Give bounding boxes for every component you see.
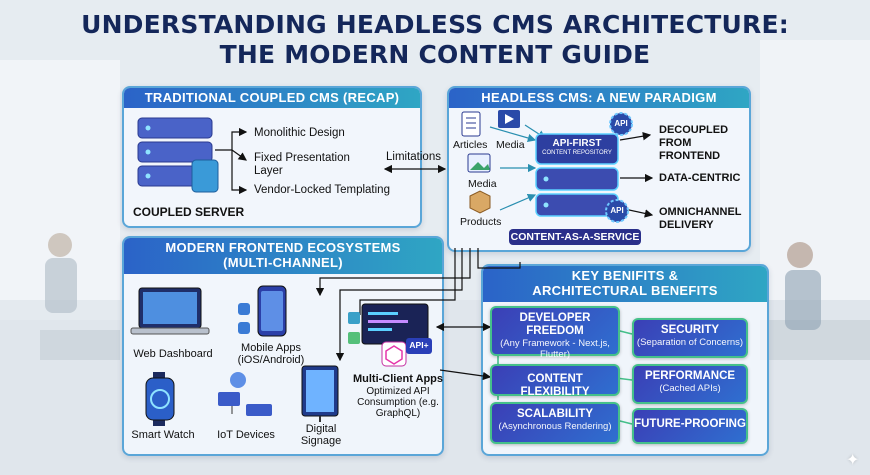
image-media-icon xyxy=(467,153,491,173)
traditional-item-monolithic: Monolithic Design xyxy=(254,127,345,139)
benefit-scalability: SCALABILITY (Asynchronous Rendering) xyxy=(490,402,620,444)
app-icons xyxy=(238,303,250,334)
graphql-icon xyxy=(381,341,407,367)
content-repository-label: CONTENT REPOSITORY xyxy=(542,150,612,156)
api-badge-bottom: API xyxy=(610,206,624,215)
benefit-future-proofing: FUTURE-PROOFING xyxy=(632,408,748,444)
frontend-panel: MODERN FRONTEND ECOSYSTEMS (MULTI-CHANNE… xyxy=(122,236,444,456)
output-omnichannel: OMNICHANNEL DELIVERY xyxy=(659,206,742,231)
api-first-label: API-FIRST xyxy=(552,138,602,149)
benefit-subtitle: (Asynchronous Rendering) xyxy=(498,421,612,432)
api-badge-top: API xyxy=(614,119,628,128)
digital-signage-icon xyxy=(301,365,339,422)
traditional-item-vendor-locked: Vendor-Locked Templating xyxy=(254,184,390,196)
sparkle-icon: ✦ xyxy=(846,452,860,469)
content-type-products: Products xyxy=(460,216,502,228)
output-data-centric: DATA-CENTRIC xyxy=(659,172,741,184)
mobile-phone-icon xyxy=(257,285,287,337)
small-app-icons xyxy=(348,312,360,344)
device-label-iot-devices: IoT Devices xyxy=(217,429,275,441)
benefit-title: SCALABILITY xyxy=(516,408,594,420)
traditional-cms-header: TRADITIONAL COUPLED CMS (RECAP) xyxy=(124,88,420,108)
frontend-header-line-1: MODERN FRONTEND ECOSYSTEMS xyxy=(165,240,401,255)
api-gear-icon-top xyxy=(609,112,633,136)
benefit-title: DEVELOPER FREEDOM xyxy=(519,312,591,337)
video-media-icon xyxy=(498,110,520,128)
iot-devices-icon xyxy=(218,372,272,416)
content-type-media-video: Media xyxy=(496,139,525,151)
device-label-smart-watch: Smart Watch xyxy=(131,429,195,441)
benefit-title: FUTURE-PROOFING xyxy=(634,418,746,430)
limitations-label: Limitations xyxy=(386,151,441,163)
benefit-title: PERFORMANCE xyxy=(644,370,736,382)
products-icon xyxy=(469,190,491,214)
smart-watch-icon xyxy=(145,372,175,426)
benefits-header: KEY BENIFITS & ARCHITECTURAL BENEFITS xyxy=(483,266,767,302)
api-first-server-label: API-FIRST CONTENT REPOSITORY xyxy=(536,138,618,157)
device-label-mobile-apps: Mobile Apps (iOS/Android) xyxy=(237,342,305,366)
benefit-security: SECURITY (Separation of Concerns) xyxy=(632,318,748,358)
frontend-header-line-2: (MULTI-CHANNEL) xyxy=(223,255,343,270)
benefit-subtitle: (Cached APIs) xyxy=(659,383,721,394)
caas-label: CONTENT-AS-A-SERVICE xyxy=(510,231,640,243)
benefit-subtitle: (Any Framework - Next.js, Flutter) xyxy=(500,338,610,360)
page-title: UNDERSTANDING HEADLESS CMS ARCHITECTURE:… xyxy=(0,10,870,70)
benefit-title: SECURITY xyxy=(660,324,720,336)
api-gear-icon-bottom xyxy=(605,199,629,223)
benefit-performance: PERFORMANCE (Cached APIs) xyxy=(632,364,748,404)
multi-client-screen-icon xyxy=(361,303,429,345)
benefit-content-flexibility: CONTENT FLEXIBILITY xyxy=(490,364,620,398)
benefit-subtitle: (Separation of Concerns) xyxy=(636,337,744,348)
api-plus-badge xyxy=(406,338,432,354)
coupled-server-icon xyxy=(137,117,219,193)
content-type-articles: Articles xyxy=(453,139,488,151)
frontend-header: MODERN FRONTEND ECOSYSTEMS (MULTI-CHANNE… xyxy=(124,238,442,274)
title-line-2: THE MODERN CONTENT GUIDE xyxy=(219,40,651,69)
api-first-server-icon xyxy=(535,133,619,217)
device-label-web-dashboard: Web Dashboard xyxy=(133,348,213,360)
coupled-server-label: COUPLED SERVER xyxy=(133,205,245,219)
traditional-item-fixed-presentation: Fixed Presentation Layer xyxy=(254,152,350,177)
headless-cms-header: HEADLESS CMS: A NEW PARADIGM xyxy=(449,88,749,108)
laptop-icon xyxy=(130,287,210,335)
benefit-title: CONTENT FLEXIBILITY xyxy=(520,373,590,398)
benefit-developer-freedom: DEVELOPER FREEDOM (Any Framework - Next.… xyxy=(490,306,620,360)
benefits-header-line-1: KEY BENIFITS & xyxy=(571,268,679,283)
multi-client-desc: Optimized API Consumption (e.g. GraphQL) xyxy=(357,386,439,419)
api-plus-label: API+ xyxy=(409,340,429,350)
multi-client-title: Multi-Client Apps xyxy=(352,373,444,385)
articles-icon xyxy=(461,111,481,137)
device-label-digital-signage: Digital Signage xyxy=(300,423,342,447)
content-type-media-image: Media xyxy=(468,178,497,190)
output-decoupled: DECOUPLED FROM FRONTEND xyxy=(659,124,729,162)
caas-badge: CONTENT-AS-A-SERVICE xyxy=(509,229,641,245)
benefits-header-line-2: ARCHITECTURAL BENEFITS xyxy=(532,283,718,298)
title-line-1: UNDERSTANDING HEADLESS CMS ARCHITECTURE: xyxy=(81,10,789,39)
